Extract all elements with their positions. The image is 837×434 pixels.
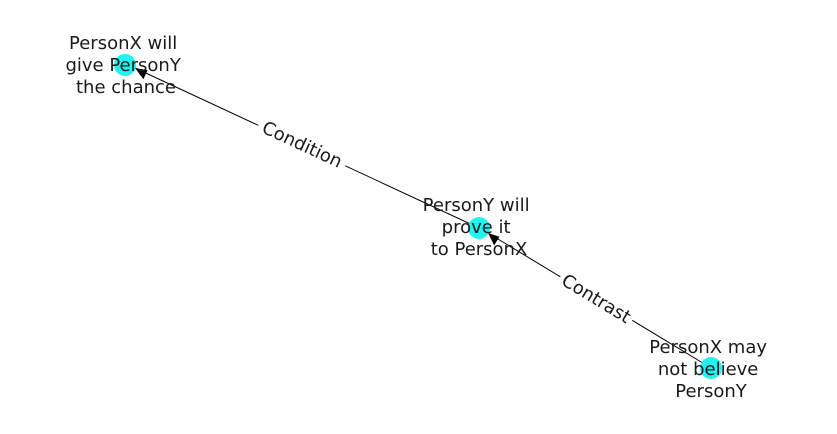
node-label-line: not believe (658, 359, 759, 380)
node-give-chance-label: PersonX will give PersonY the chance (65, 33, 186, 98)
node-label-line: to PersonX (431, 239, 528, 260)
node-may-not-believe-label: PersonX may not believe PersonY (649, 337, 773, 402)
edge-contrast-label-bg (551, 262, 641, 336)
node-prove-it-label: PersonY will prove it to PersonX (423, 195, 536, 260)
node-prove-it-marker (468, 217, 490, 239)
node-label-line: prove it (442, 217, 511, 238)
node-label-line: PersonX may (649, 337, 767, 358)
edge-condition-label-bg (251, 109, 353, 181)
edge-condition-arrowhead (135, 68, 148, 80)
node-give-chance-marker (114, 54, 136, 76)
node-prove-it: PersonY will prove it to PersonX (423, 195, 536, 260)
node-label-line: give PersonY (65, 55, 181, 76)
node-may-not-believe: PersonX may not believe PersonY (649, 337, 773, 402)
node-label-line: PersonY (675, 381, 747, 402)
edge-contrast-arrowhead (488, 233, 500, 246)
node-label-line: PersonX will (69, 33, 177, 54)
node-label-line: the chance (76, 77, 176, 98)
node-give-chance: PersonX will give PersonY the chance (65, 33, 186, 98)
node-may-not-believe-marker (700, 357, 722, 379)
node-label-line: PersonY will (423, 195, 530, 216)
